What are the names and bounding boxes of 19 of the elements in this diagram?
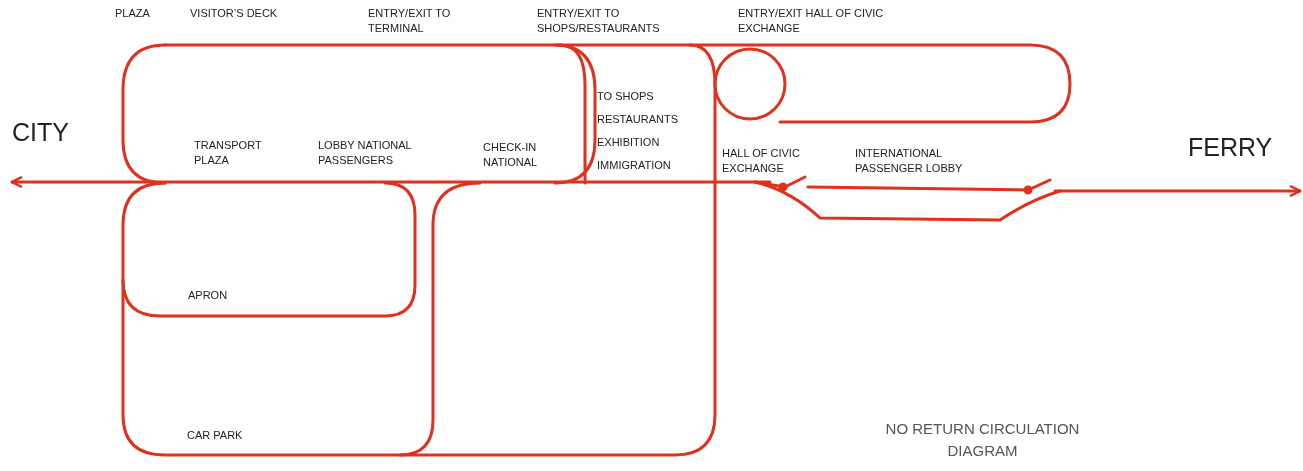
- area-label: HALL OF CIVIC EXCHANGE: [722, 146, 801, 176]
- area-label: IMMIGRATION: [597, 158, 672, 173]
- area-label: RESTAURANTS: [597, 112, 680, 127]
- area-label: PLAZA: [115, 6, 151, 21]
- area-label: LOBBY NATIONAL PASSENGERS: [318, 138, 413, 168]
- destination-label: CITY: [12, 118, 70, 146]
- caption: NO RETURN CIRCULATION DIAGRAM: [884, 419, 1081, 461]
- area-label: TRANSPORT PLAZA: [194, 138, 263, 168]
- area-label: VISITOR’S DECK: [190, 6, 279, 21]
- area-label: TO SHOPS: [597, 89, 655, 104]
- destination-label: FERRY: [1188, 133, 1274, 161]
- area-label: INTERNATIONAL PASSENGER LOBBY: [855, 146, 964, 176]
- area-label: EXHIBITION: [597, 135, 661, 150]
- area-label: CHECK-IN NATIONAL: [483, 140, 539, 170]
- area-label: ENTRY/EXIT TO SHOPS/RESTAURANTS: [537, 6, 661, 36]
- area-label: ENTRY/EXIT TO TERMINAL: [368, 6, 452, 36]
- area-label: ENTRY/EXIT HALL OF CIVIC EXCHANGE: [738, 6, 885, 36]
- area-label: APRON: [188, 288, 229, 303]
- area-label: CAR PARK: [187, 428, 244, 443]
